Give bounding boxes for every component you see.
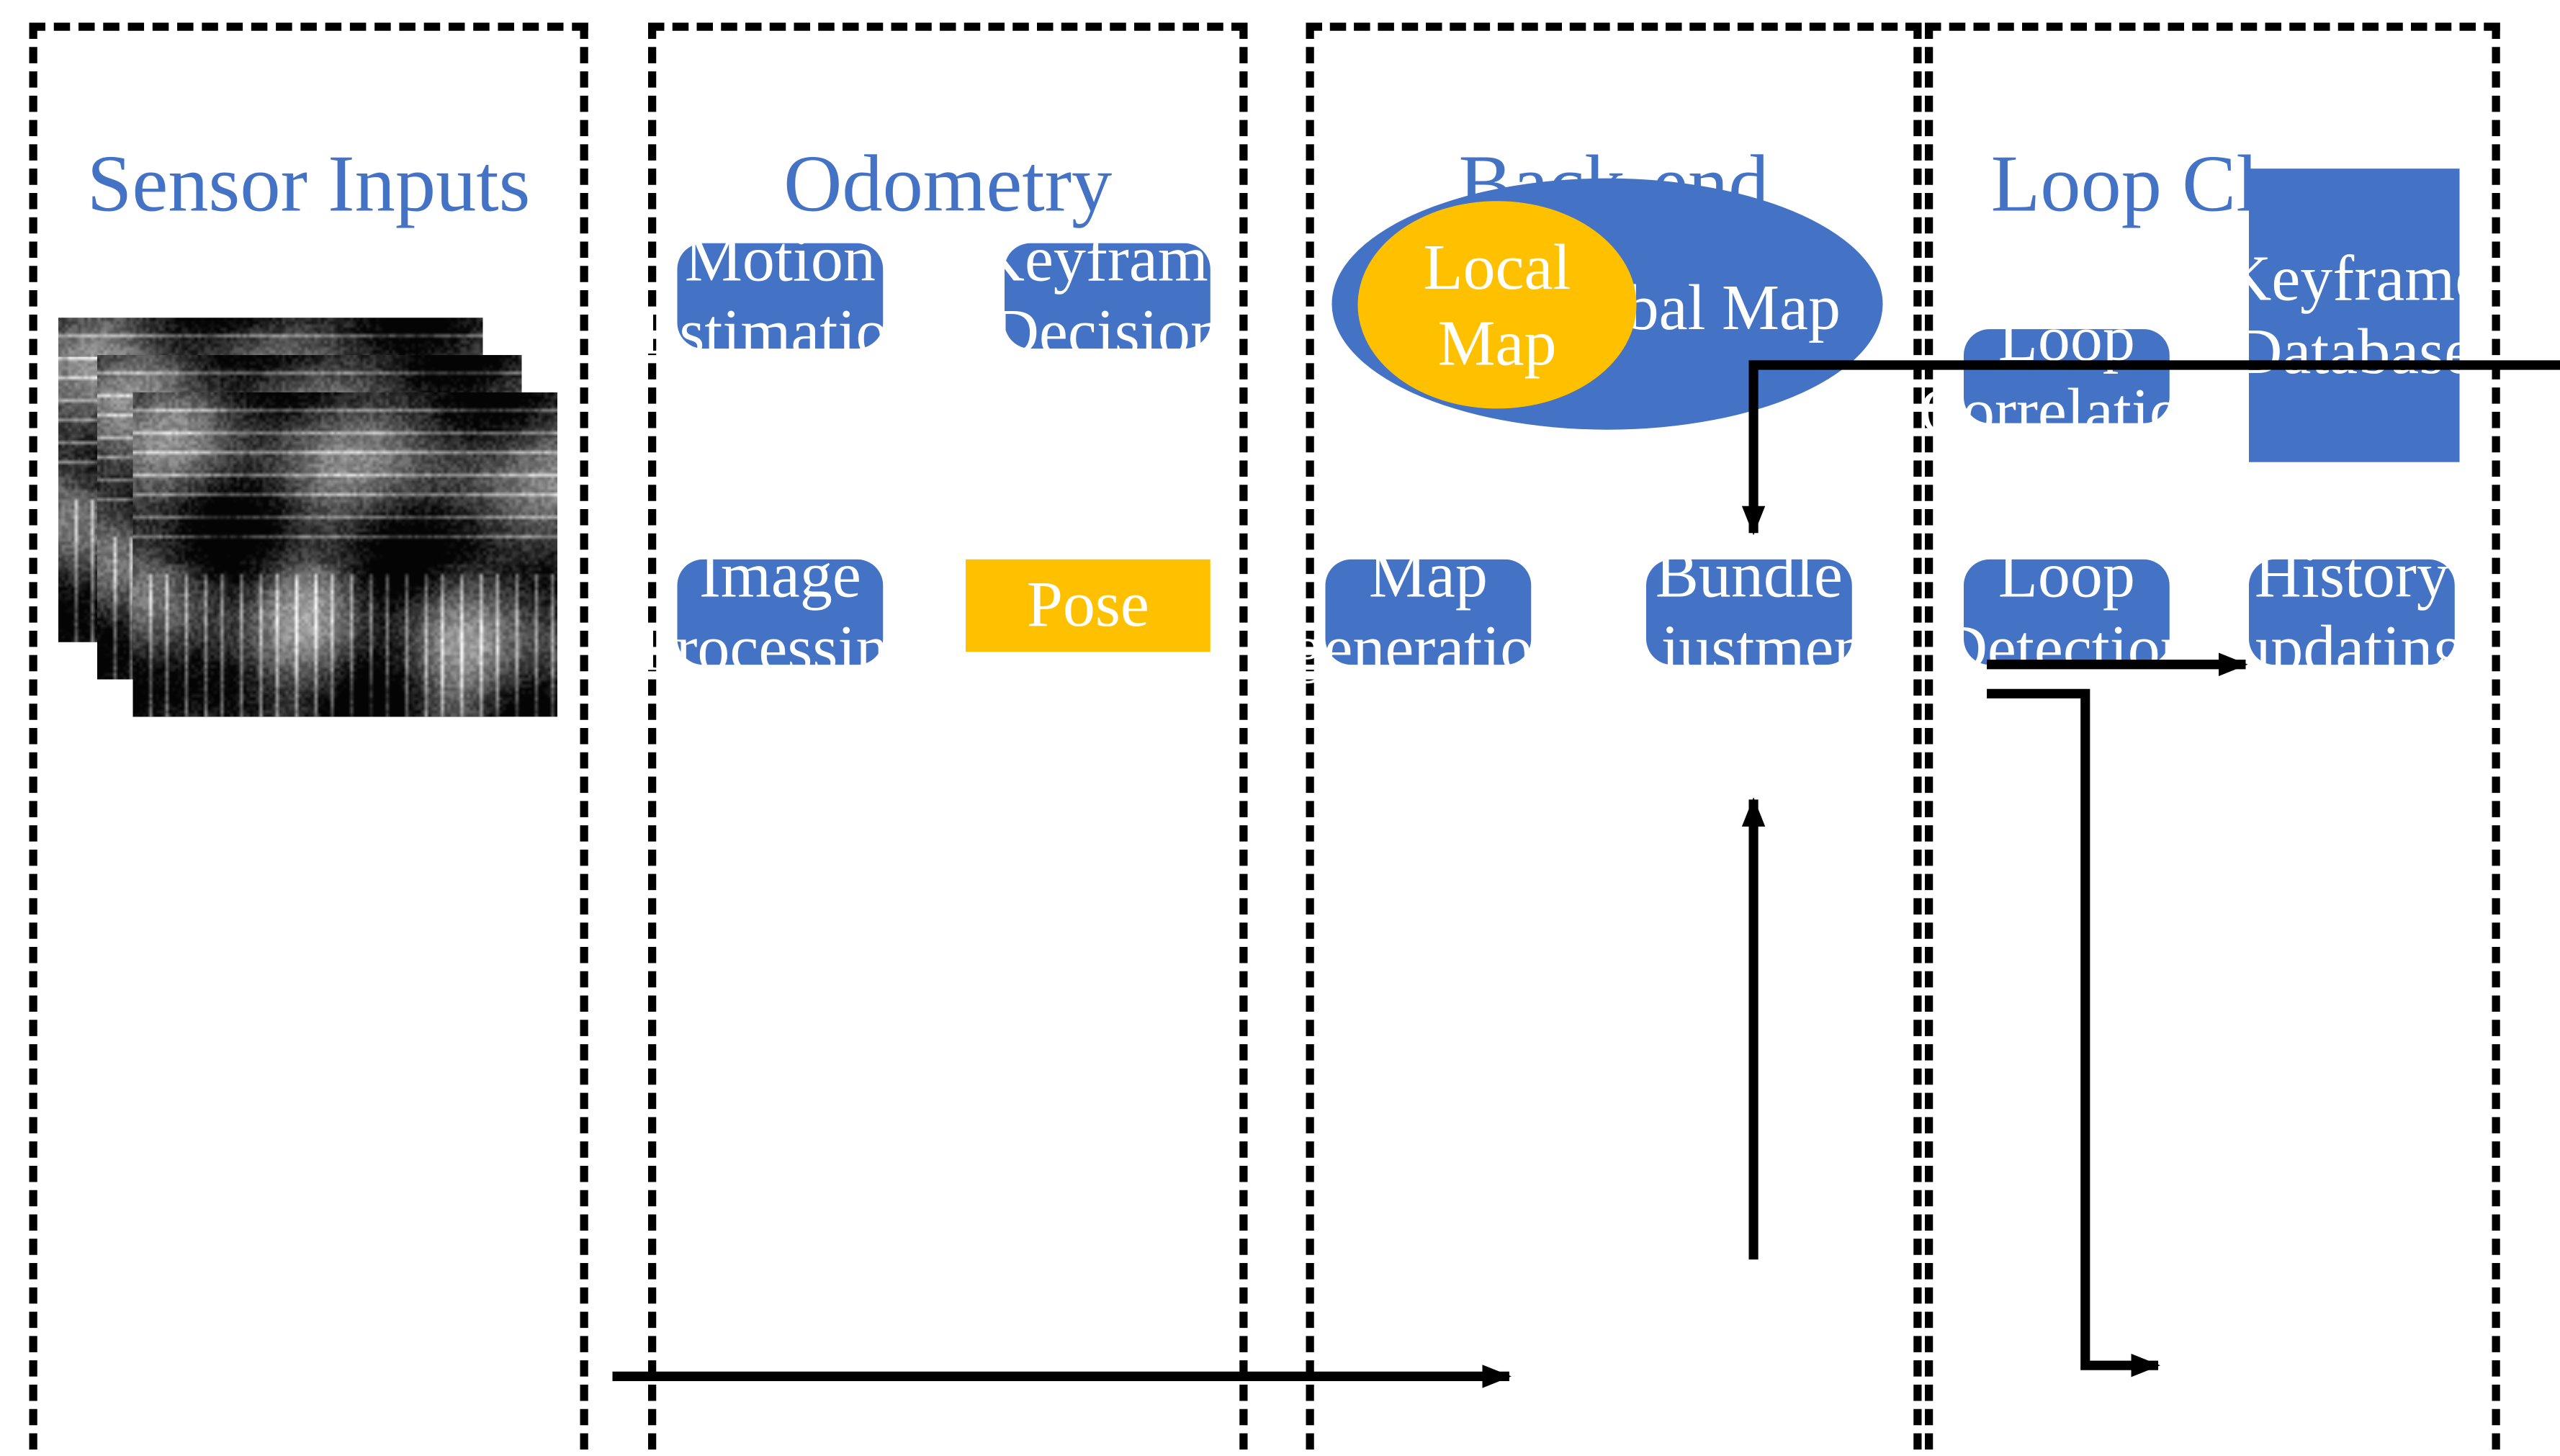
node-pose-label: Pose xyxy=(1026,567,1149,641)
panel-title-odometry: Odometry xyxy=(783,138,1113,229)
diagram-canvas: Sensor Inputs Odometry Back-end Loop Clo… xyxy=(29,22,2560,1456)
node-local-map-label: Local Map xyxy=(1423,230,1571,379)
panel-sensor-inputs xyxy=(29,22,588,1456)
node-pose[interactable]: Pose xyxy=(966,559,1211,652)
node-local-map[interactable]: Local Map xyxy=(1357,201,1637,409)
camera-frame-1 xyxy=(133,392,557,717)
panel-title-sensor-inputs: Sensor Inputs xyxy=(86,138,531,229)
